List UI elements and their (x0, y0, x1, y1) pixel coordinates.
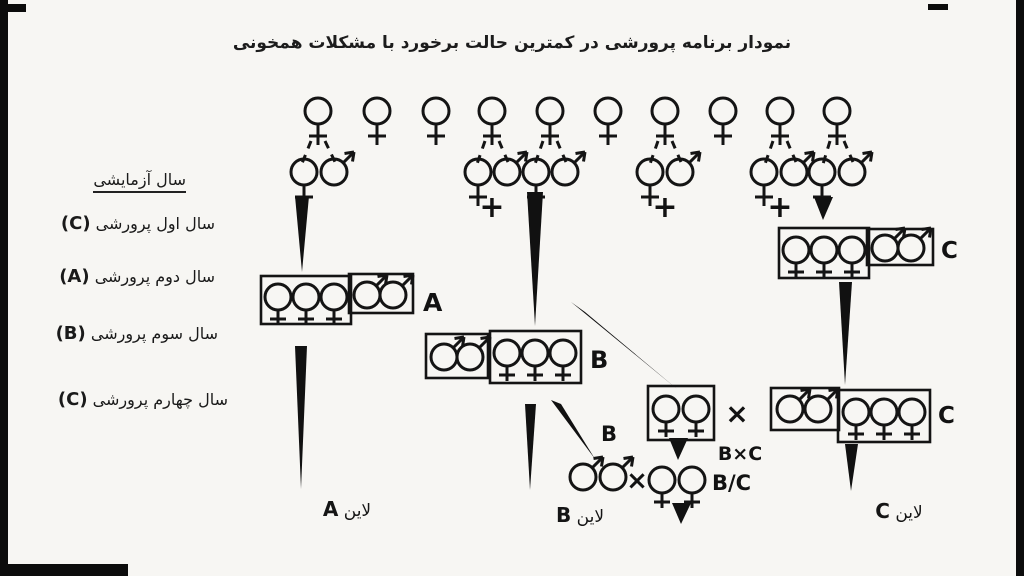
line-c-label: لاین C (839, 499, 959, 523)
line-b-letter: B (555, 503, 572, 527)
arrow-bc-down (672, 503, 691, 524)
female-icon (492, 338, 522, 383)
female-icon (263, 282, 293, 327)
female-icon (647, 465, 677, 510)
arrow-b-to-cross-males (551, 400, 595, 459)
female-icon (681, 394, 711, 439)
box-b-males (424, 332, 490, 380)
line-a-word: لاین (343, 501, 372, 521)
left-edge-bar (0, 0, 8, 576)
year-row-1-letter: (C) (60, 213, 91, 234)
plus-sign: + (652, 190, 677, 225)
year-row-2: سال دوم پرورشی (A) (59, 266, 215, 287)
arrow-to-box-a (295, 196, 309, 272)
male-icon (550, 150, 587, 187)
year-row-3: سال سوم پرورشی (B) (56, 323, 218, 344)
female-icon (319, 282, 349, 327)
box-c-year1-label: C (941, 238, 958, 264)
right-edge-bar (1016, 0, 1024, 576)
line-b-label: لاین B (520, 503, 640, 527)
box-a-label: A (423, 288, 443, 317)
arrow-c-year1-to-c-year4 (839, 282, 852, 385)
bxc-cross-row: × C B×C (646, 384, 955, 465)
female-icon (362, 96, 392, 147)
box-b-females (488, 329, 583, 385)
year-row-4-letter: (C) (57, 389, 88, 410)
box-b-group: B (424, 329, 608, 385)
line-a-label: لاین A (287, 497, 407, 521)
bc-cross-row: B × B/C (568, 422, 751, 510)
female-icon (897, 397, 927, 442)
year-row-4: سال چهارم پرورشی (C) (58, 389, 228, 410)
dashed-line (299, 140, 313, 167)
female-icon (535, 96, 565, 147)
year-row-4-text: سال چهارم پرورشی (92, 390, 228, 409)
arrow-to-box-b (527, 192, 543, 326)
female-icon (651, 394, 681, 439)
box-a-males (347, 272, 415, 315)
box-c-year1-group: C (777, 226, 958, 280)
plus-sign: + (767, 190, 792, 225)
flow-arrows (295, 192, 858, 524)
bottom-left-scan-bar (8, 564, 128, 576)
female-icon (765, 96, 795, 147)
experimental-year-heading: سال آزمایشی (93, 170, 186, 193)
female-icon (650, 96, 680, 147)
year-row-1: سال اول پرورشی (C) (61, 213, 215, 234)
line-c-letter: C (875, 499, 890, 523)
cross-sign: × (626, 466, 648, 496)
female-icon (303, 96, 333, 147)
female-icon (677, 465, 707, 510)
arrow-to-box-c-year1 (814, 197, 833, 220)
base-population-row (303, 96, 852, 147)
box-b-label: B (590, 346, 608, 374)
female-icon (421, 96, 451, 147)
female-icon (593, 96, 623, 147)
diagram-title: نمودار برنامه پرورشی در کمترین حالت برخو… (232, 33, 792, 53)
female-icon (548, 338, 578, 383)
year-row-2-letter: (A) (59, 266, 90, 287)
year-row-3-text: سال سوم پرورشی (90, 324, 218, 343)
female-icon (837, 235, 867, 280)
arrow-c-year4-to-line-c (845, 444, 858, 491)
female-icon (869, 397, 899, 442)
year-row-2-text: سال دوم پرورشی (94, 267, 215, 286)
top-right-scan-mark (928, 4, 948, 10)
arrow-box-a-to-line-a (295, 346, 307, 489)
female-icon (708, 96, 738, 147)
box-c-year4-label: C (938, 403, 955, 429)
arrow-box-b-to-line-b (525, 404, 536, 490)
female-icon (477, 96, 507, 147)
box-c4-females (836, 388, 932, 444)
female-icon (841, 397, 871, 442)
male-icon (665, 150, 702, 187)
year-row-3-letter: (B) (55, 323, 86, 344)
female-icon (781, 235, 811, 280)
male-icon (568, 455, 605, 492)
plus-sign: + (479, 190, 504, 225)
male-icon (319, 150, 356, 187)
line-b-word: لاین (576, 507, 605, 527)
bxc-females-box (646, 384, 716, 442)
arrow-b-to-bxc-females (571, 302, 677, 389)
male-icon (837, 150, 874, 187)
year-row-1-text: سال اول پرورشی (95, 214, 215, 233)
line-a-letter: A (322, 497, 339, 521)
bxc-label: B×C (718, 443, 762, 465)
top-left-scan-mark (8, 4, 26, 12)
arrow-bxc-down (669, 438, 688, 460)
female-icon (809, 235, 839, 280)
b-over-c-label: B/C (712, 471, 751, 495)
female-icon (822, 96, 852, 147)
box-a-group: A (259, 272, 443, 327)
line-c-word: لاین (895, 503, 923, 523)
cross-sign: × (725, 397, 748, 430)
female-icon (291, 282, 321, 327)
b-arrow-label: B (601, 422, 617, 446)
female-icon (520, 338, 550, 383)
